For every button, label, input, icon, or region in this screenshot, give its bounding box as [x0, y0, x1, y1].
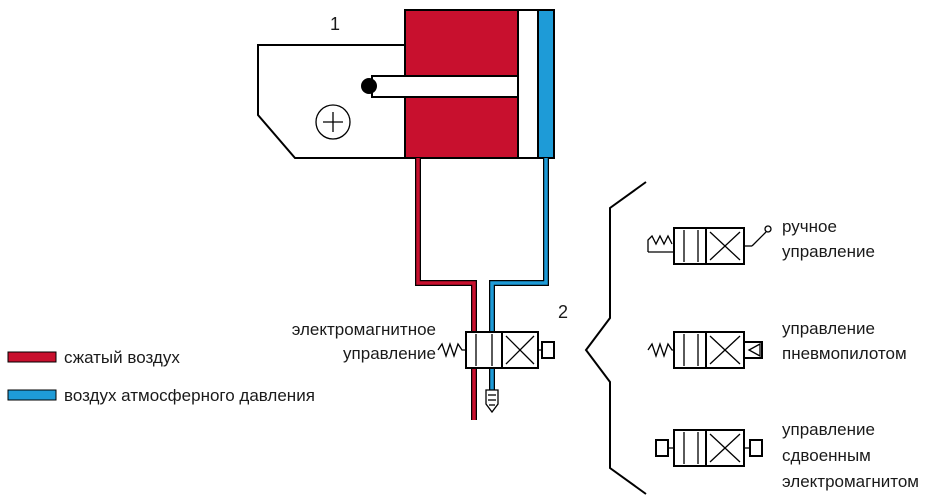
double-label-line2: сдвоенным	[782, 446, 871, 465]
legend-item-atmospheric: воздух атмосферного давления	[7, 386, 315, 405]
driven-element	[257, 44, 405, 159]
legend: сжатый воздух воздух атмосферного давлен…	[7, 348, 315, 405]
double-label-line3: электромагнитом	[782, 472, 919, 491]
valve-pilot	[647, 331, 763, 369]
valve-number: 2	[558, 302, 568, 322]
brace-icon	[584, 181, 647, 495]
solenoid-icon	[538, 341, 555, 359]
cylinder-atmospheric-chamber	[537, 9, 555, 159]
valve-control-label-line2: управление	[343, 344, 436, 363]
right-solenoid-icon	[744, 439, 763, 457]
cylinder	[361, 9, 555, 159]
manual-lever-icon	[744, 225, 772, 247]
manual-label-line1: ручное	[782, 217, 837, 236]
legend-label-compressed: сжатый воздух	[64, 348, 180, 367]
pilot-label-line1: управление	[782, 319, 875, 338]
pilot-arrow-icon	[743, 341, 763, 359]
valve-main	[437, 331, 555, 414]
piston-rod	[371, 75, 519, 98]
valve-manual	[647, 225, 772, 265]
legend-swatch-compressed	[7, 351, 57, 363]
manual-spring-icon	[647, 234, 674, 253]
spring-icon	[437, 341, 466, 359]
pilot-label-line2: пневмопилотом	[782, 344, 907, 363]
plus-circle-icon	[315, 104, 351, 140]
legend-item-compressed: сжатый воздух	[7, 348, 180, 367]
valve-double-solenoid	[655, 429, 763, 467]
rod-pivot	[361, 78, 377, 94]
cylinder-piston	[517, 9, 539, 159]
compressed-air-line	[415, 158, 477, 420]
driven-element-housing	[257, 44, 405, 159]
double-label-line1: управление	[782, 420, 875, 439]
compressed-air-line-fill	[416, 158, 476, 420]
left-solenoid-icon	[655, 439, 674, 457]
manual-label-line2: управление	[782, 242, 875, 261]
exhaust-silencer-icon	[485, 389, 499, 414]
cylinder-number: 1	[330, 14, 340, 34]
pilot-spring-icon	[647, 341, 674, 359]
valve-control-label-line1: электромагнитное	[292, 320, 436, 339]
legend-label-atmospheric: воздух атмосферного давления	[64, 386, 315, 405]
legend-swatch-atmospheric	[7, 389, 57, 401]
